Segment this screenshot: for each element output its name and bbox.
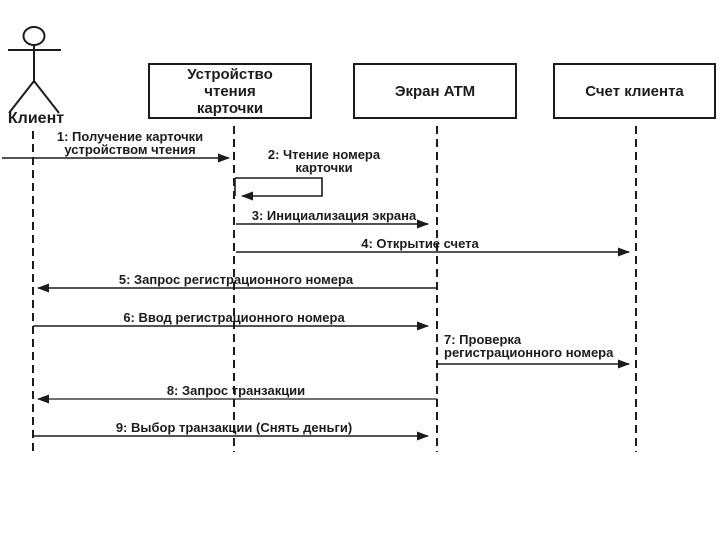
- object-box-atm-screen: Экран ATM: [353, 63, 517, 119]
- message-label-1: 1: Получение карточки устройством чтения: [30, 129, 230, 157]
- message-label-line: 7: Проверка: [444, 332, 522, 347]
- message-label-8: 8: Запрос транзакции: [36, 383, 436, 398]
- message-label-line: 6: Ввод регистрационного номера: [123, 310, 345, 325]
- message-label-line: 5: Запрос регистрационного номера: [118, 272, 354, 287]
- message-label-line: 8: Запрос транзакции: [166, 383, 306, 398]
- message-label-line: 3: Инициализация экрана: [251, 208, 417, 223]
- object-label-line: чтения: [204, 82, 256, 100]
- actor-label: Клиент: [7, 110, 65, 127]
- object-box-client-account: Счет клиента: [553, 63, 716, 119]
- object-label-line: карточки: [196, 99, 264, 117]
- message-label-2: 2: Чтение номера карточки: [240, 147, 408, 175]
- message-label-line: 9: Выбор транзакции (Снять деньги): [115, 420, 353, 435]
- message-label-7: 7: Проверка регистрационного номера: [444, 332, 654, 360]
- object-label-line: Устройство: [187, 65, 273, 83]
- message-label-line: устройством чтения: [64, 141, 196, 157]
- message-label-line: регистрационного номера: [444, 344, 614, 360]
- message-label-line: 2: Чтение номера: [267, 147, 381, 162]
- message-label-3: 3: Инициализация экрана: [234, 208, 434, 223]
- object-box-card-reader: Устройство чтения карточки: [148, 63, 312, 119]
- message-label-line: карточки: [295, 159, 353, 175]
- message-label-6: 6: Ввод регистрационного номера: [36, 310, 432, 325]
- message-label-5: 5: Запрос регистрационного номера: [36, 272, 436, 287]
- message-label-line: 1: Получение карточки: [56, 129, 204, 144]
- message-label-9: 9: Выбор транзакции (Снять деньги): [36, 420, 432, 435]
- message-label-line: 4: Открытие счета: [361, 236, 479, 251]
- message-arrow-2-self: [235, 177, 323, 201]
- message-label-4: 4: Открытие счета: [240, 236, 600, 251]
- object-label-line: Счет клиента: [585, 82, 684, 100]
- actor-stick-figure-icon: [8, 26, 61, 114]
- object-label-line: Экран ATM: [394, 82, 476, 100]
